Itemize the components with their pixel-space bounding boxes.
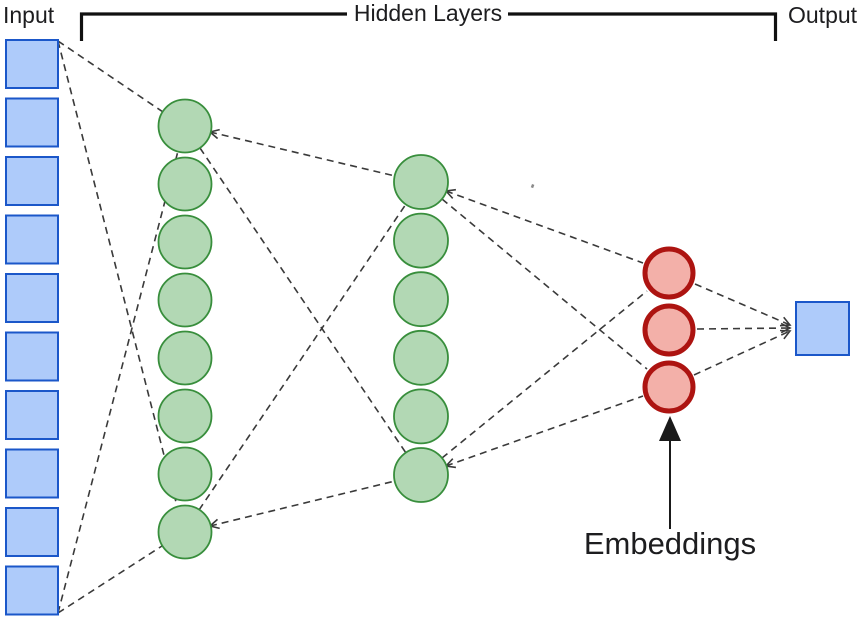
connection-arrowhead [444,188,457,199]
hidden-layer-2-node [393,388,449,445]
hidden-layer-1-node [157,156,213,212]
hidden-layer-1-node [157,446,213,502]
embeddings-arrowhead [659,416,681,441]
hidden-layer-2-node [393,329,449,386]
embedding-node [642,246,696,300]
hidden-layer-1-node [157,330,213,386]
embedding-node [642,303,696,357]
hidden-layer-1-node [157,214,213,270]
input-node [5,156,59,206]
input-node [5,97,59,148]
output-node [795,301,850,356]
hidden-layer-1-node [157,98,213,154]
connection-line [57,40,164,113]
connection-arrowhead [779,329,792,340]
hidden-layer-2-node [393,271,449,328]
connection-line [693,330,791,376]
connection-line [209,131,396,177]
hidden-layer-2-node [393,447,449,503]
input-node [5,273,59,323]
connection-line [694,283,791,326]
hidden-layer-1-node [157,272,213,328]
hidden-layer-1-node [157,504,213,560]
connection-line [441,198,648,370]
input-node [5,331,59,382]
connection-line [199,147,407,454]
embedding-node [642,360,696,414]
connection-line [445,190,644,264]
connection-line [696,327,791,330]
connection-line [198,203,407,511]
hidden-layer-2-node [393,154,449,210]
input-node [5,565,59,616]
hidden-layer-1-node [157,388,213,444]
input-node [5,214,59,265]
input-node [5,507,59,557]
embeddings-label: Embeddings [583,526,757,561]
input-node [5,39,59,89]
output-label: Output [788,2,858,28]
connection-line [445,395,644,467]
connection-arrowhead [444,458,457,469]
connection-line [209,480,396,527]
input-node [5,390,59,440]
connection-line [57,150,179,614]
input-node [5,448,59,499]
connection-line [441,290,648,459]
stray-mark [530,184,535,189]
input-label: Input [3,2,55,28]
hidden-layer-2-node [393,212,449,269]
hidden-layers-label: Hidden Layers [353,0,503,26]
connection-line [57,545,163,614]
connection-line [57,40,178,507]
